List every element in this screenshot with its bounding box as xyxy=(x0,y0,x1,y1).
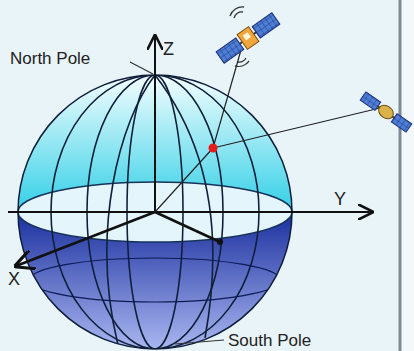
panel-edge xyxy=(399,0,402,351)
projection-point xyxy=(217,239,223,245)
z-axis xyxy=(154,36,156,212)
axis-label: Z xyxy=(163,40,174,58)
satellite-icon xyxy=(360,91,413,133)
receiver-point xyxy=(209,144,218,153)
satellite-icon xyxy=(215,11,281,65)
axis-label: X xyxy=(8,270,20,288)
signal-waves xyxy=(230,7,249,67)
satellite-ray xyxy=(213,50,241,148)
leader-line xyxy=(130,62,153,74)
leader-line xyxy=(175,340,224,344)
side-panel xyxy=(400,0,414,351)
axis-label: Y xyxy=(334,190,346,208)
position-vector xyxy=(155,148,213,212)
satellite-ray xyxy=(213,108,380,148)
pole-label: South Pole xyxy=(228,332,311,349)
pole-label: North Pole xyxy=(10,50,90,67)
x-axis xyxy=(16,212,155,266)
y-axis xyxy=(8,211,372,213)
projection-line xyxy=(155,212,220,242)
parallel xyxy=(30,258,280,302)
